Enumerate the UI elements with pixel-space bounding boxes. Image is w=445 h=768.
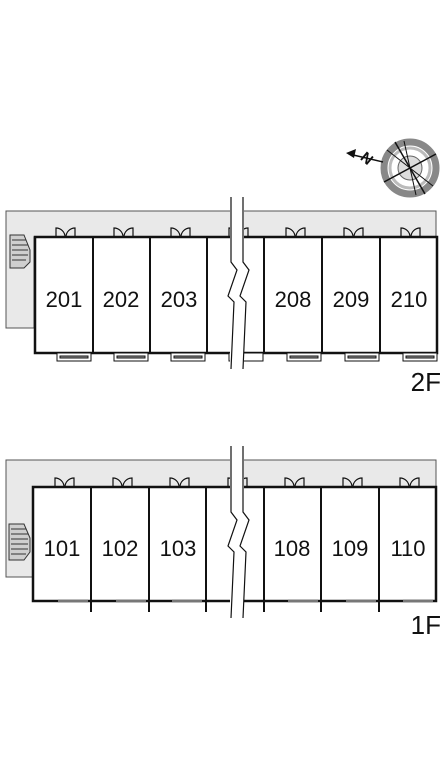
unit-label: 109: [332, 536, 369, 561]
unit-label: 210: [391, 287, 428, 312]
unit-label: 202: [103, 287, 140, 312]
unit-label: 209: [333, 287, 370, 312]
floor-label: 1F: [411, 610, 441, 640]
unit-label: 103: [160, 536, 197, 561]
unit-label: 101: [44, 536, 81, 561]
stairs-icon: [9, 234, 31, 269]
omission-break: [227, 446, 250, 619]
floor-1f: 101 102 103 108 109 110 1F: [5, 446, 441, 640]
floor-label: 2F: [411, 367, 441, 397]
compass-north-label: N: [357, 149, 376, 169]
unit-label: 208: [275, 287, 312, 312]
floor-2f: 201 202 203 208 209 210 2F: [5, 197, 441, 397]
unit-label: 108: [274, 536, 311, 561]
unit-label: 201: [46, 287, 83, 312]
unit-label: 110: [390, 536, 425, 561]
unit-label: 102: [102, 536, 139, 561]
omission-break: [227, 197, 250, 370]
stairs-icon: [8, 523, 31, 561]
unit-label: 203: [161, 287, 198, 312]
compass-rose-icon: N: [346, 138, 440, 198]
